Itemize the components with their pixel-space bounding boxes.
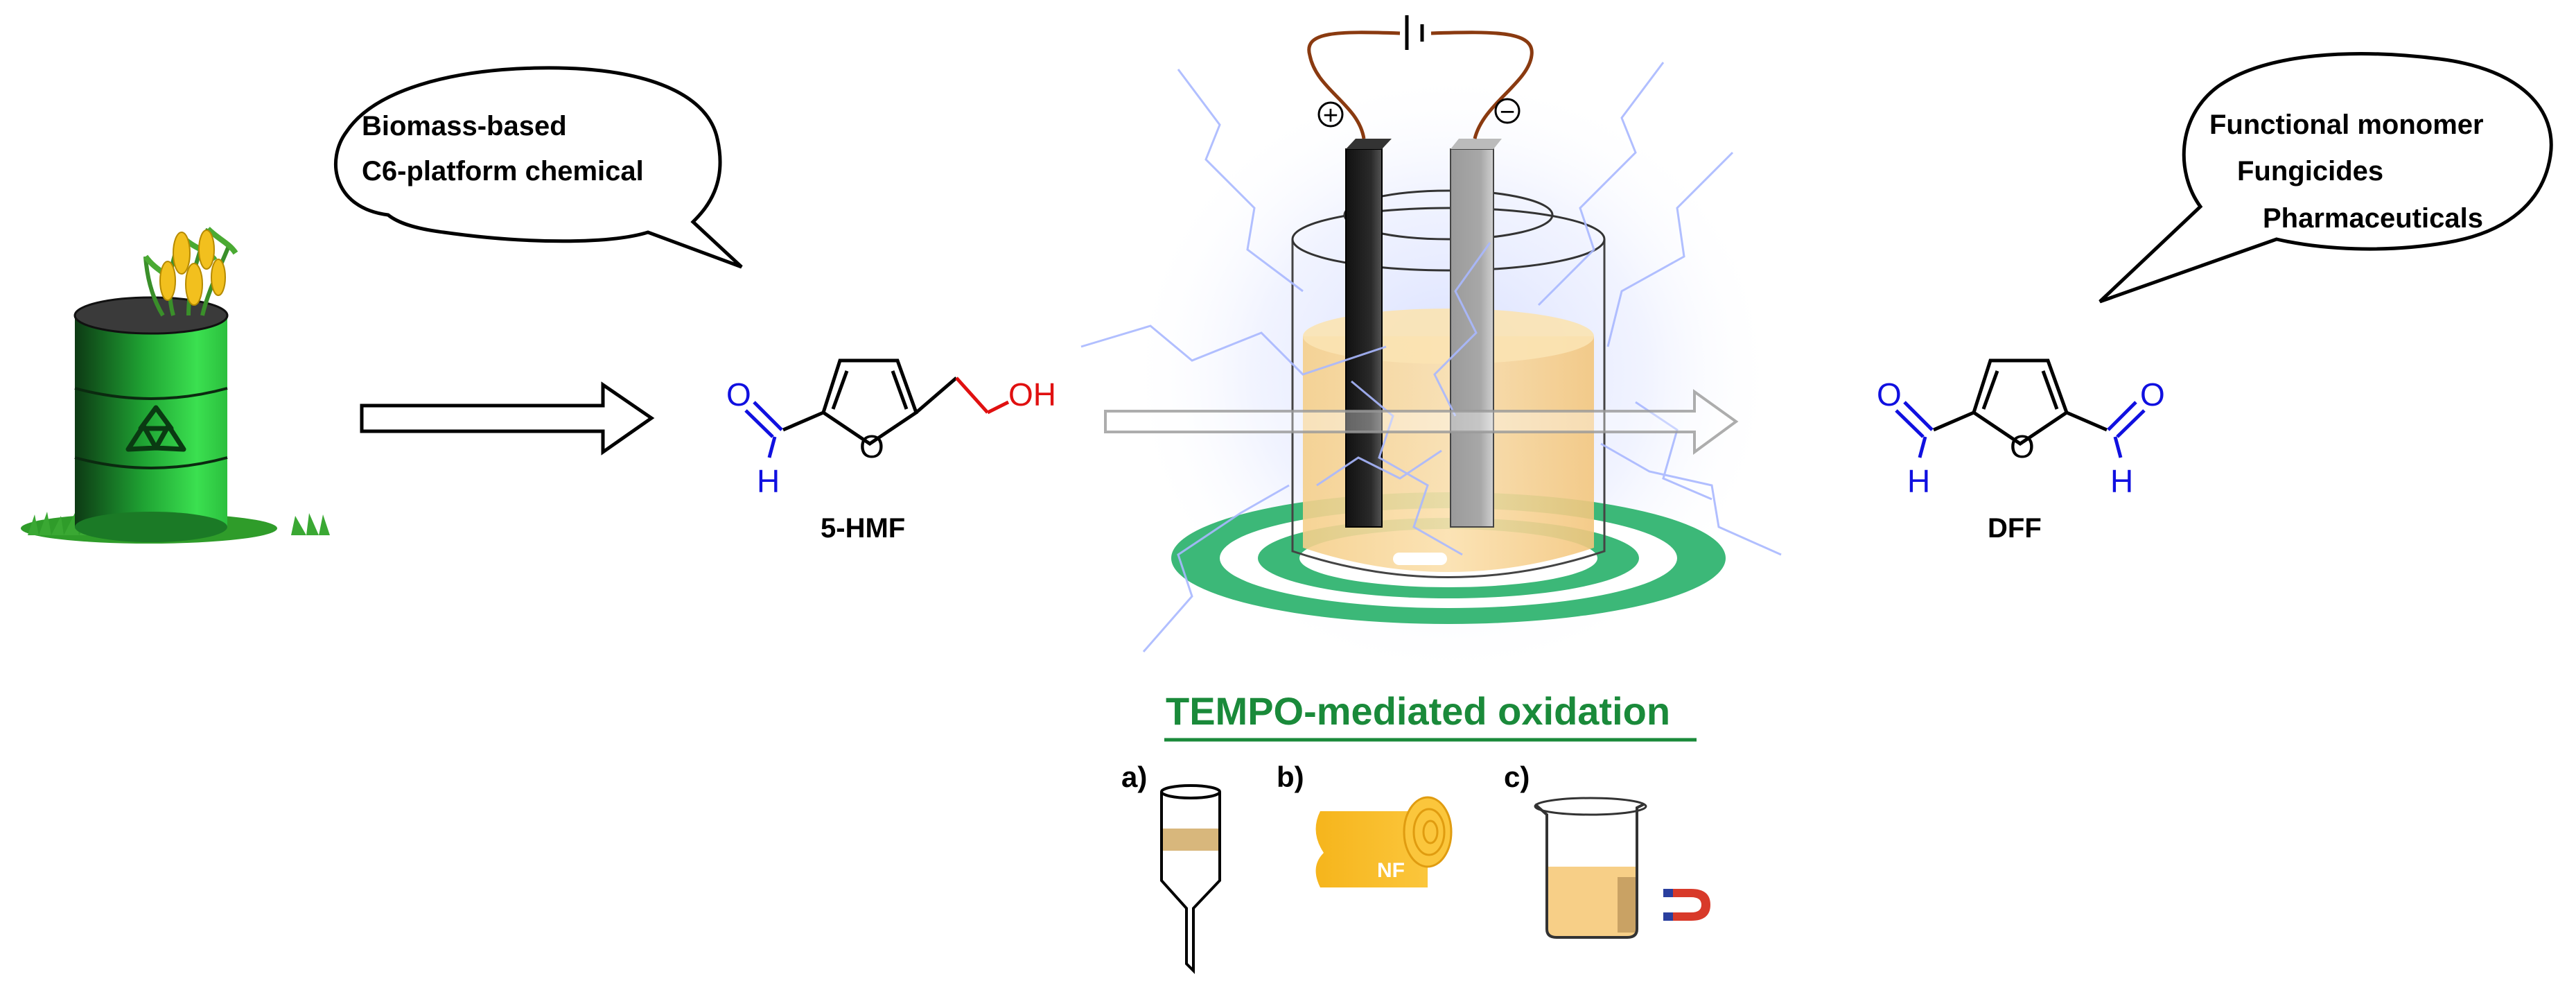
hmf-ring-double-1 <box>831 370 849 410</box>
stir-bar <box>1393 553 1447 565</box>
dff-furan-ring <box>1972 358 2069 447</box>
barrel-ridge-1 <box>74 387 228 400</box>
dff-label: DFF <box>1988 513 2042 544</box>
dff-bond-co-left-2 <box>1895 409 1925 438</box>
corn-plants-icon <box>143 227 238 317</box>
dff-hydrogen-left: H <box>1907 463 1930 499</box>
dff-molecule: O O H O H DFF <box>1877 358 2165 544</box>
cathode-top <box>1451 139 1502 149</box>
reaction-arrow-center <box>1104 389 1739 455</box>
option-b-label: b) <box>1277 761 1304 793</box>
speech-bubble-right: Functional monomer Fungicides Pharmaceut… <box>2099 52 2553 304</box>
hmf-bond-co-2 <box>744 409 774 438</box>
anode-sign: + <box>1323 101 1338 130</box>
funnel-rim <box>1160 784 1221 799</box>
dff-bond-ch-left <box>1918 436 1927 458</box>
beaker-rim-inner <box>1343 189 1554 241</box>
option-a-filter-funnel: a) <box>1121 761 1221 974</box>
hmf-bond-ring-ch2 <box>915 376 958 414</box>
small-beaker-liquid <box>1547 867 1637 937</box>
dff-bond-ring-cho-right <box>2066 410 2108 432</box>
lightning-bolts <box>1080 62 1782 652</box>
speech-bubble-left-shape <box>333 66 743 269</box>
reaction-arrow-left <box>360 381 655 456</box>
barrel-body <box>75 315 227 527</box>
dff-carbonyl-oxygen-left: O <box>1877 376 1902 413</box>
dff-bond-co-right-1 <box>2107 401 2137 431</box>
dff-ring-oxygen: O <box>2010 428 2035 465</box>
hmf-furan-ring <box>821 358 919 447</box>
bubble-right-line1: Functional monomer <box>2209 110 2484 140</box>
hmf-molecule: O H O OH 5-HMF <box>726 358 1056 544</box>
dff-ring-double-2 <box>2041 370 2059 410</box>
hmf-bond-ring-cho <box>782 410 824 432</box>
hmf-hydroxyl: OH <box>1008 376 1056 413</box>
hmf-label: 5-HMF <box>821 513 905 544</box>
funnel-packing <box>1162 829 1220 851</box>
horseshoe-magnet-icon <box>1663 889 1710 921</box>
barrel-ridge-2 <box>74 456 228 469</box>
speech-bubble-right-shape <box>2099 52 2553 304</box>
beaker-rim <box>1291 207 1606 272</box>
hmf-bond-ch2-oh <box>955 376 989 414</box>
small-beaker-rim <box>1534 797 1647 816</box>
speech-bubble-left: Biomass-based C6-platform chemical <box>333 66 743 269</box>
foam-sheet <box>1315 811 1428 887</box>
circuit-wire <box>1307 31 1534 139</box>
option-c-label: c) <box>1504 761 1530 793</box>
foam-roll-spiral-1 <box>1412 808 1446 856</box>
hmf-bond-ch <box>767 436 777 458</box>
dff-bond-ring-cho-left <box>1933 410 1974 432</box>
recycle-icon <box>125 405 186 452</box>
bubble-right-line3: Pharmaceuticals <box>2263 203 2483 234</box>
cathode-terminal-circle <box>1494 98 1521 124</box>
hmf-bond-ch2-oh-2 <box>986 400 1010 415</box>
magnetic-particles <box>1618 877 1637 933</box>
biomass-barrel <box>21 227 330 544</box>
electrochemical-cell: + − <box>1080 15 1782 679</box>
cathode-sign: − <box>1500 98 1515 127</box>
option-b-nickel-foam: b) NF <box>1277 761 1453 887</box>
beaker-wall <box>1291 239 1606 578</box>
bubble-left-line1: Biomass-based <box>362 111 567 141</box>
dff-ring-double-1 <box>1981 370 1999 410</box>
option-a-label: a) <box>1121 761 1147 793</box>
barrel-bottom <box>75 512 227 542</box>
dff-carbonyl-oxygen-right: O <box>2140 376 2165 413</box>
hmf-ring-double-2 <box>891 370 909 410</box>
anode-top <box>1346 139 1392 149</box>
dff-bond-ch-right <box>2113 436 2123 458</box>
dff-bond-co-right-2 <box>2116 409 2146 438</box>
hmf-aldehyde-hydrogen: H <box>757 463 780 499</box>
process-title: TEMPO-mediated oxidation <box>1166 689 1670 733</box>
foam-roll-spiral-2 <box>1422 820 1439 844</box>
anode-terminal-circle <box>1317 101 1344 128</box>
bubble-left-line2: C6-platform chemical <box>362 156 644 187</box>
hmf-ring-oxygen: O <box>859 428 884 465</box>
funnel-body <box>1160 792 1221 974</box>
small-beaker-wall <box>1534 803 1645 939</box>
hmf-carbonyl-oxygen: O <box>726 376 751 413</box>
foam-roll-text: NF <box>1377 859 1405 882</box>
hmf-bond-co-1 <box>753 401 783 431</box>
anode-electrode <box>1345 148 1383 528</box>
bubble-right-line2: Fungicides <box>2237 156 2383 187</box>
option-c-magnetic-separation: c) <box>1504 761 1710 939</box>
dff-bond-co-left-1 <box>1903 401 1934 431</box>
dff-hydrogen-right: H <box>2110 463 2133 499</box>
